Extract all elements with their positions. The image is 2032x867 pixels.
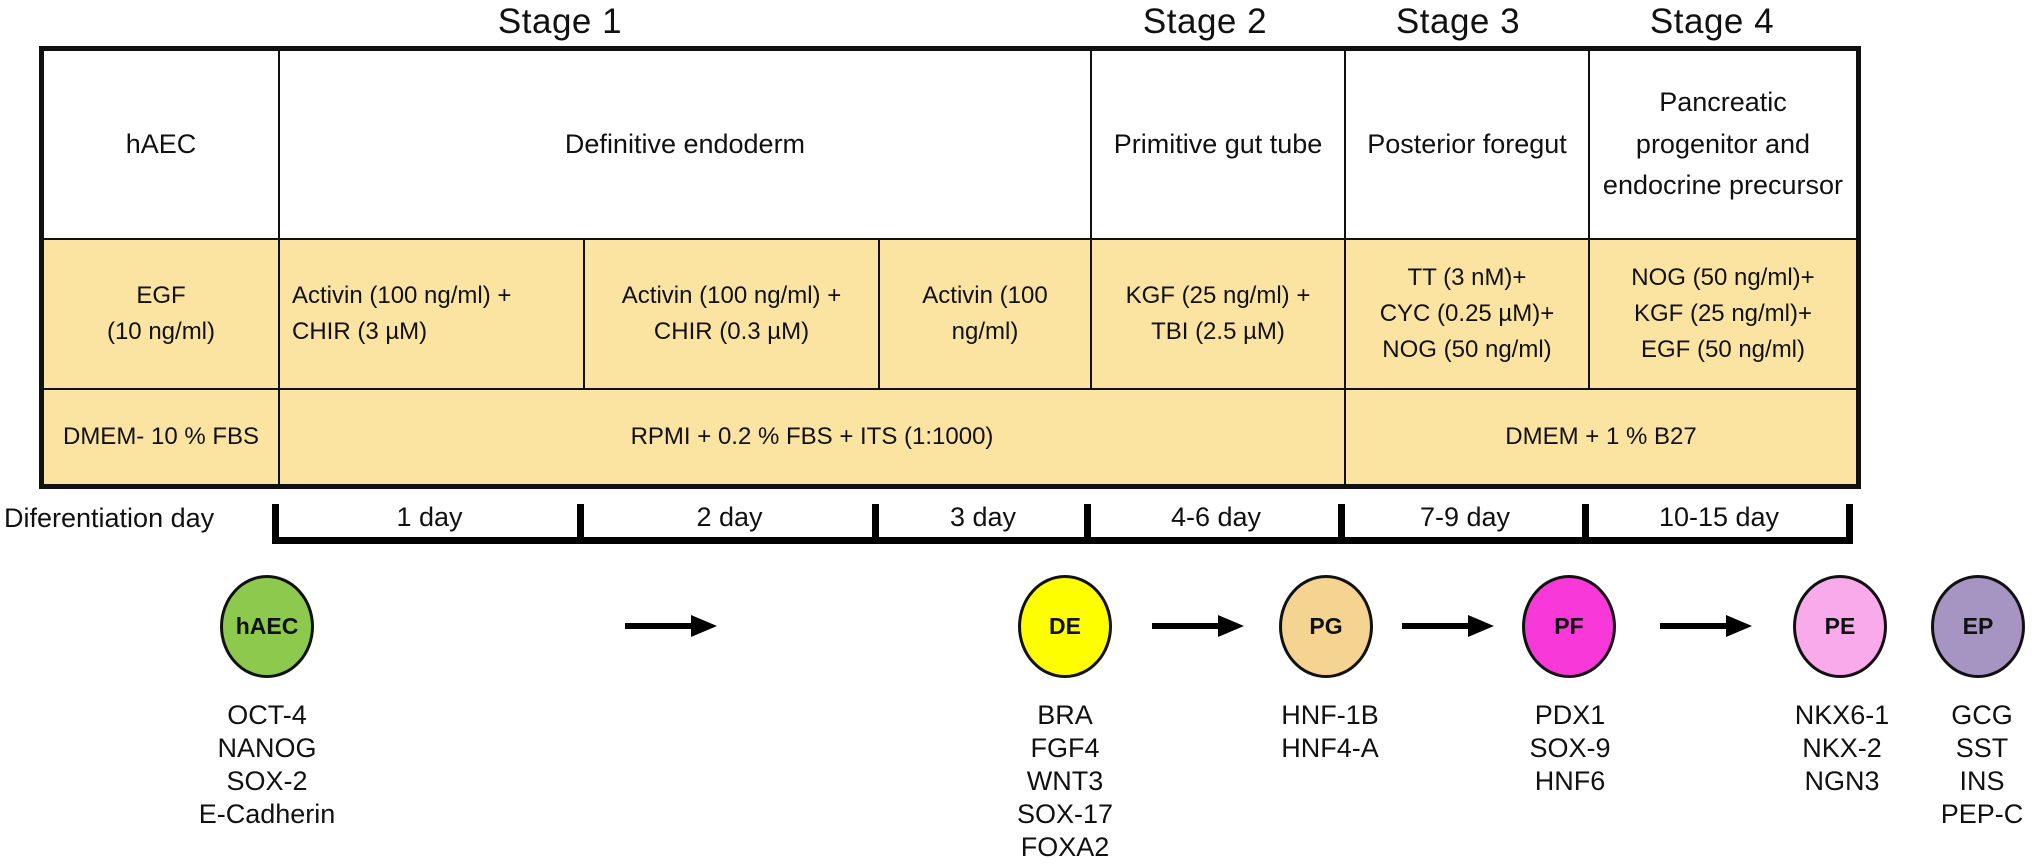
treatment-cell-tt-cyc-nog: TT (3 nM)+ CYC (0.25 µM)+ NOG (50 ng/ml) [1345,239,1589,389]
day-interval-1: 1 day [396,502,463,532]
treatment-cell-egf: EGF (10 ng/ml) [43,239,279,389]
timeline-tick [1338,504,1345,544]
day-interval-7-9: 7-9 day [1419,502,1511,532]
day-interval-4-6: 4-6 day [1170,502,1262,532]
header-cell-pancreatic-progenitor: Pancreatic progenitor and endocrine prec… [1589,50,1857,239]
day-interval-10-15: 10-15 day [1658,502,1780,532]
treatment-cell-activin: Activin (100 ng/ml) [879,239,1091,389]
media-cell-rpmi: RPMI + 0.2 % FBS + ITS (1:1000) [279,389,1345,485]
treatment-cell-nog-kgf-egf: NOG (50 ng/ml)+ KGF (25 ng/ml)+ EGF (50 … [1589,239,1857,389]
pe-marker-list: NKX6-1 NKX-2 NGN3 [1794,700,1890,796]
de-marker-list: BRA FGF4 WNT3 SOX-17 FOXA2 [1016,700,1114,862]
timeline-tick [1582,504,1589,544]
pe-circle: PE [1793,575,1887,678]
pf-circle-label: PF [1554,613,1584,639]
pe-circle-label: PE [1824,613,1856,639]
de-circle: DE [1018,575,1112,678]
arrow-right-icon [1152,615,1244,637]
pg-marker-list: HNF-1B HNF4-A [1281,700,1379,763]
haec-marker-list: OCT-4 NANOG SOX-2 E-Cadherin [198,700,336,829]
ep-marker-list: GCG SST INS PEP-C [1940,700,2024,829]
ep-circle: EP [1931,575,2025,678]
differentiation-day-label: Diferentiation day [4,503,215,533]
treatment-cell-activin-chir03: Activin (100 ng/ml) + CHIR (0.3 µM) [584,239,879,389]
pg-circle-label: PG [1309,613,1343,639]
header-cell-haec: hAEC [43,50,279,239]
de-circle-label: DE [1049,613,1081,639]
day-interval-3: 3 day [949,502,1017,532]
stage-1-label: Stage 1 [497,2,623,41]
haec-circle: hAEC [220,575,314,678]
header-cell-posterior-foregut: Posterior foregut [1345,50,1589,239]
stage-3-label: Stage 3 [1395,2,1521,41]
haec-circle-label: hAEC [235,613,299,639]
day-interval-2: 2 day [696,502,763,532]
media-cell-dmem-b27: DMEM + 1 % B27 [1345,389,1857,485]
arrow-right-icon [1660,615,1752,637]
timeline-bar [275,537,1853,544]
timeline-tick [1846,504,1853,544]
pg-circle: PG [1279,575,1373,678]
pf-marker-list: PDX1 SOX-9 HNF6 [1529,700,1611,796]
treatment-cell-activin-chir3: Activin (100 ng/ml) + CHIR (3 µM) [279,239,584,389]
timeline-tick [872,504,879,544]
protocol-table: hAEC Definitive endoderm Primitive gut t… [39,46,1861,489]
arrow-right-icon [1402,615,1494,637]
arrow-right-icon [625,615,717,637]
media-cell-dmem-fbs: DMEM- 10 % FBS [43,389,279,485]
treatment-cell-kgf-tbi: KGF (25 ng/ml) + TBI (2.5 µM) [1091,239,1345,389]
timeline-tick [272,504,279,544]
stage-4-label: Stage 4 [1649,2,1775,41]
timeline-tick [1084,504,1091,544]
timeline-tick [577,504,584,544]
stage-2-label: Stage 2 [1142,2,1268,41]
header-cell-primitive-gut-tube: Primitive gut tube [1091,50,1345,239]
pf-circle: PF [1522,575,1616,678]
ep-circle-label: EP [1962,613,1994,639]
header-cell-definitive-endoderm: Definitive endoderm [279,50,1091,239]
